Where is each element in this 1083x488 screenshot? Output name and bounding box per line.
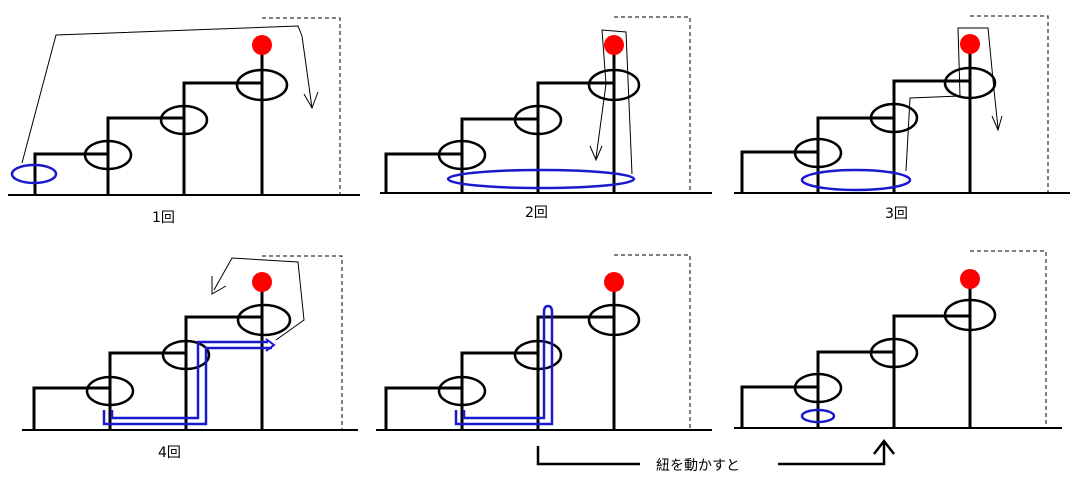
post-3 [892,314,970,428]
arrowhead [303,91,319,110]
panel-1-label: 1回 [152,210,175,226]
ring-2 [793,137,843,169]
dashed-frame [614,16,691,193]
ring-3 [869,337,919,369]
ring-4 [235,68,289,102]
panel-6 [734,250,1062,429]
move-arrow [595,29,633,175]
arrowhead [589,145,603,162]
post-1 [384,152,462,193]
string-path-inner [462,312,546,420]
red-ball [252,35,272,55]
transition-arrow [536,438,895,466]
move-arrow [213,257,305,341]
ring-4 [943,66,997,100]
arrow-right-segment [778,442,886,466]
ring-4 [587,303,641,337]
ring-3 [869,102,919,134]
dashed-frame [614,254,691,430]
post-3 [182,81,262,195]
ring-4 [943,298,997,332]
move-arrow [21,25,313,164]
post-2 [816,350,894,428]
red-ball [604,272,624,292]
post-2 [460,117,538,193]
ring-2 [793,372,843,404]
move-arrow [905,27,999,172]
caption-text: 紐を動かすと [656,458,740,474]
string-loop [800,168,912,192]
arrowhead [211,276,227,295]
panel-4-label: 4回 [158,445,181,461]
string-arrowhead [265,338,276,352]
red-ball [604,35,624,55]
dashed-frame [262,255,343,430]
ring-3 [161,339,211,371]
panel-1 [8,17,360,196]
panel-2 [380,16,712,194]
red-ball [960,34,980,54]
string-loop [446,168,636,190]
panel-4 [22,255,358,431]
dashed-frame [970,250,1047,428]
post-1 [740,385,818,428]
string-path-outer [102,346,272,426]
ring-4 [587,68,641,102]
ring-2 [85,375,135,407]
string-loop [10,163,58,185]
panel-3-label: 3回 [885,206,908,222]
ring-2 [437,139,487,171]
post-1 [32,386,110,430]
post-3 [184,315,262,430]
ring-2 [83,139,133,171]
post-1 [33,152,108,195]
panel-3 [734,15,1070,194]
red-ball [252,272,272,292]
red-ball [960,269,980,289]
string-path-outer [454,304,554,426]
post-1 [384,386,462,430]
ring-3 [513,104,563,136]
dashed-frame [262,17,341,195]
arrowhead [991,115,1003,132]
ring-2 [437,375,487,407]
arrowhead-up [873,438,895,455]
dashed-frame [970,15,1049,193]
ring-3 [513,339,563,371]
post-2 [106,116,184,195]
string-path-inner [110,340,268,420]
ring-3 [159,104,209,136]
panel-2-label: 2回 [525,205,548,221]
ring-4 [236,303,292,337]
panel-5 [376,254,712,431]
string-loop [800,408,836,424]
arrow-left-segment [536,446,640,466]
post-1 [740,150,818,193]
